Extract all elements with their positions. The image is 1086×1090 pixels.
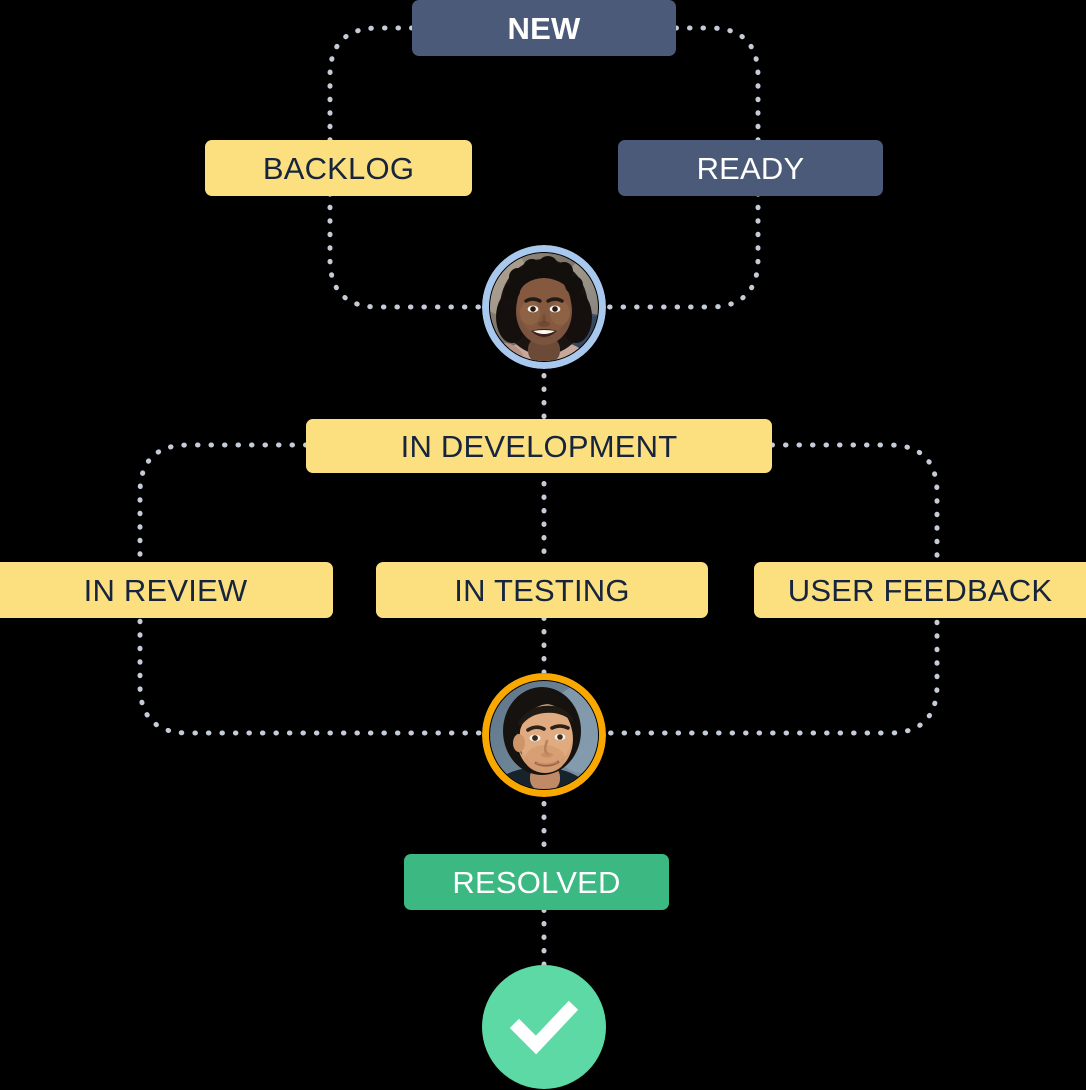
developer-avatar[interactable] xyxy=(482,245,606,369)
completion-badge[interactable] xyxy=(482,965,606,1089)
status-node-user-feedback[interactable]: USER FEEDBACK xyxy=(754,562,1086,618)
developer-avatar-ring xyxy=(482,245,606,369)
status-node-resolved[interactable]: RESOLVED xyxy=(404,854,669,910)
status-node-ready-label: READY xyxy=(696,150,805,186)
status-node-ready[interactable]: READY xyxy=(618,140,883,196)
status-node-in-testing[interactable]: IN TESTING xyxy=(376,562,708,618)
status-node-user-feedback-label: USER FEEDBACK xyxy=(787,572,1053,608)
status-node-resolved-label: RESOLVED xyxy=(452,864,621,900)
reviewer-avatar-ring xyxy=(482,673,606,797)
status-node-backlog-label: BACKLOG xyxy=(262,150,415,186)
status-node-in-development[interactable]: IN DEVELOPMENT xyxy=(306,419,772,473)
status-node-in-review-label: IN REVIEW xyxy=(83,572,248,608)
reviewer-avatar[interactable] xyxy=(482,673,606,797)
check-icon xyxy=(509,1000,579,1055)
status-node-in-development-label: IN DEVELOPMENT xyxy=(400,428,678,464)
status-node-in-review[interactable]: IN REVIEW xyxy=(0,562,333,618)
status-node-backlog[interactable]: BACKLOG xyxy=(205,140,472,196)
status-node-new[interactable]: NEW xyxy=(412,0,676,56)
status-node-in-testing-label: IN TESTING xyxy=(454,572,630,608)
status-node-new-label: NEW xyxy=(507,10,581,46)
